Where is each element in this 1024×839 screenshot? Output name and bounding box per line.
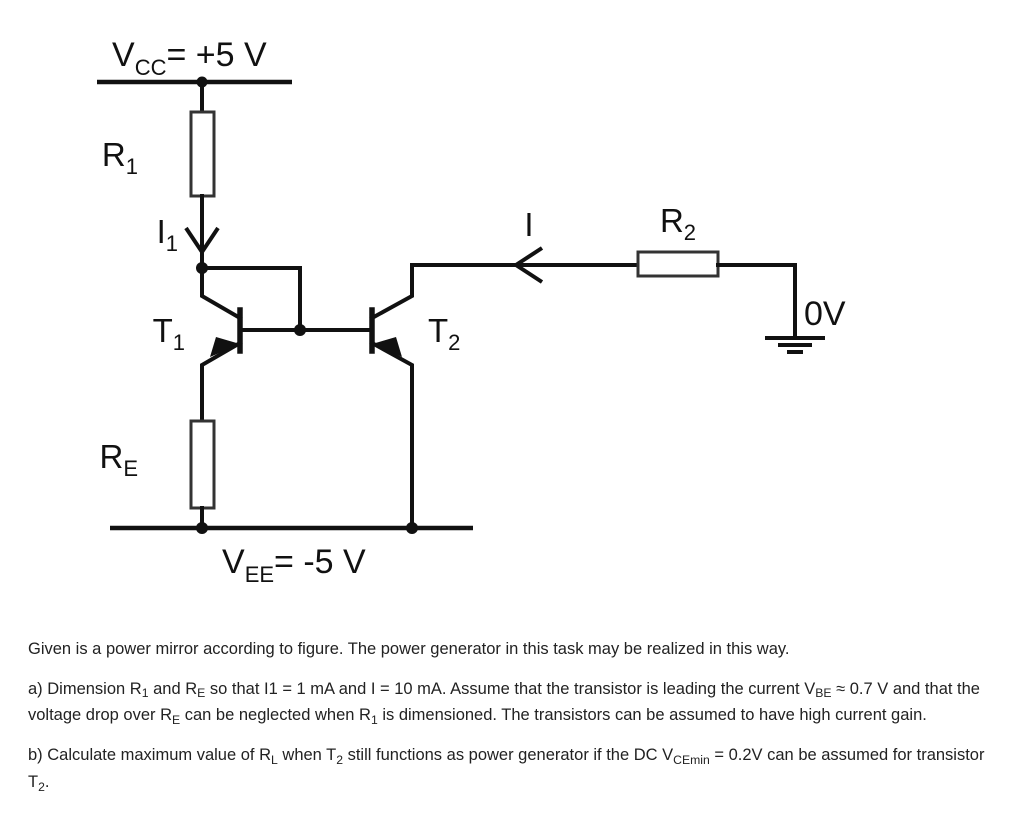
vee-value: = -5 V: [274, 543, 366, 581]
vee-subscript: EE: [245, 562, 274, 587]
resistor-r1-label: R1: [102, 136, 138, 179]
r2-subscript: 2: [684, 220, 696, 245]
question-text-block: Given is a power mirror according to fig…: [28, 636, 988, 809]
re-subscript: E: [123, 456, 138, 481]
t1-emitter-arrowhead: [210, 337, 240, 357]
vcc-symbol: V: [112, 36, 135, 74]
r1-symbol: R: [102, 136, 126, 173]
part-a-text-2: and R: [148, 679, 198, 698]
t1-symbol: T: [153, 312, 173, 349]
current-i1-label: I1: [157, 213, 178, 256]
part-a-text-3: so that I1 = 1 mA and I = 10 mA. Assume …: [205, 679, 816, 698]
transistor-t1-label: T1: [153, 312, 185, 355]
resistor-r2-body: [636, 250, 720, 278]
t1-emitter-lead: [200, 340, 243, 423]
r2-symbol: R: [660, 202, 684, 239]
i1-subscript: 1: [166, 231, 178, 256]
part-a-paragraph: a) Dimension R1 and RE so that I1 = 1 mA…: [28, 676, 988, 729]
part-a-text-5: can be neglected when R: [180, 706, 371, 725]
vee-label: VEE= -5 V: [222, 543, 366, 587]
circuit-figure: VCC= +5 V R1 I1: [97, 36, 846, 587]
part-b-sub-2: 2: [336, 752, 344, 767]
part-a-sub-3: BE: [815, 686, 832, 701]
i-symbol: I: [524, 206, 533, 243]
vcc-label: VCC= +5 V: [112, 36, 267, 80]
part-a-text-4: ≈ 0.7 V and that the voltage drop over R: [28, 679, 980, 725]
part-b-text-4: = 0.2V can be assumed for transistor T: [28, 746, 985, 791]
part-b-paragraph: b) Calculate maximum value of RL when T2…: [28, 742, 988, 795]
part-b-text-5: .: [44, 772, 50, 791]
part-a-text-6: is dimensioned. The transistors can be a…: [377, 706, 927, 725]
part-a-marker: a) Dimension R: [28, 679, 142, 698]
vcc-value: = +5 V: [166, 36, 267, 74]
circuit-schematic: VCC= +5 V R1 I1: [97, 36, 846, 587]
resistor-re-label: RE: [99, 438, 138, 481]
intro-paragraph: Given is a power mirror according to fig…: [28, 640, 790, 658]
node-shared-base: [294, 324, 306, 336]
t2-emitter-lead: [369, 340, 414, 530]
t2-collector-lead: [369, 263, 414, 321]
t1-subscript: 1: [173, 330, 185, 355]
part-b-sub-4: 2: [38, 779, 45, 794]
resistor-re-body: [189, 419, 216, 510]
part-b-sub-1: L: [271, 752, 278, 767]
part-a-sub-4: E: [172, 713, 181, 728]
t2-symbol: T: [428, 312, 448, 349]
wire-t1-diode-connect: [200, 266, 302, 330]
part-b-marker: b) Calculate maximum value of R: [28, 746, 272, 765]
node-vee-re: [196, 522, 208, 534]
r1-subscript: 1: [126, 154, 138, 179]
part-b-sub-3: CEmin: [673, 752, 710, 767]
part-b-text-3: still functions as power generator if th…: [343, 746, 674, 765]
resistor-r2-label: R2: [660, 202, 696, 245]
current-i-arrowhead: [512, 246, 544, 284]
t2-emitter-arrowhead: [372, 337, 402, 357]
vcc-subscript: CC: [135, 55, 167, 80]
wire-r2-to-ground: [716, 263, 797, 339]
part-a-sub-1: 1: [141, 686, 149, 701]
i1-symbol: I: [157, 213, 166, 250]
t2-subscript: 2: [448, 330, 460, 355]
transistor-t2-label: T2: [428, 312, 460, 355]
vee-symbol: V: [222, 543, 245, 581]
current-i1-arrowhead: [184, 226, 220, 256]
t1-collector-lead: [200, 266, 243, 321]
re-symbol: R: [99, 438, 123, 475]
part-a-sub-2: E: [197, 686, 206, 701]
resistor-r1-body: [189, 110, 216, 198]
current-i-label: I: [524, 206, 533, 243]
ground-voltage-label: 0V: [804, 295, 846, 333]
part-b-text-2: when T: [277, 746, 337, 765]
node-vee-t2: [406, 522, 418, 534]
part-a-sub-5: 1: [370, 713, 378, 728]
